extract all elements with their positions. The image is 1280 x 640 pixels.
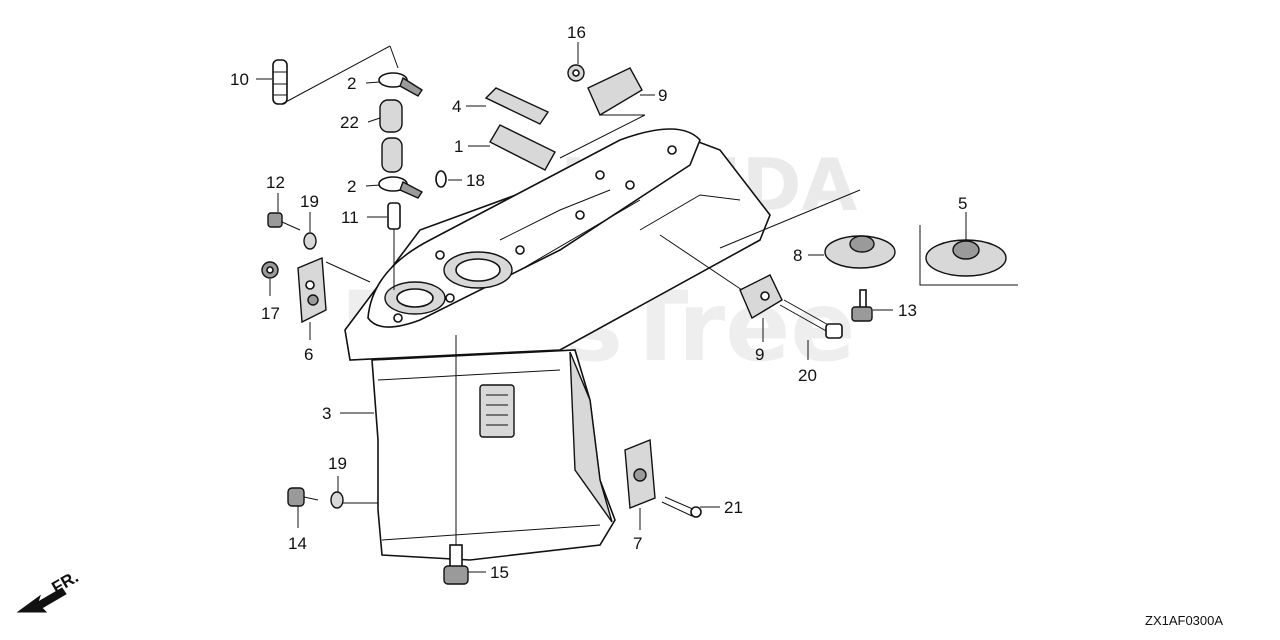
callout-7[interactable]: 7	[633, 534, 642, 553]
mount-rubber-part-9-upper[interactable]	[587, 67, 643, 117]
callout-12[interactable]: 12	[266, 173, 285, 192]
anode-plate-part-6[interactable]	[297, 256, 327, 324]
callout-17[interactable]: 17	[261, 304, 280, 323]
callout-22[interactable]: 22	[340, 113, 359, 132]
callout-5[interactable]: 5	[958, 194, 967, 213]
mount-plate-part-1[interactable]	[489, 124, 556, 171]
mount-plate-part-8[interactable]	[824, 235, 896, 269]
o-ring-part-18[interactable]	[435, 170, 447, 188]
water-hose-part-22[interactable]	[379, 99, 403, 173]
callout-10[interactable]: 10	[230, 70, 249, 89]
bracket-line	[919, 225, 1018, 286]
bolt-part-14[interactable]	[287, 487, 319, 507]
bolt-part-13[interactable]	[851, 289, 873, 322]
front-arrow-icon	[16, 587, 67, 613]
callout-1[interactable]: 1	[454, 137, 463, 156]
clip-part-2-upper[interactable]	[378, 72, 423, 97]
callout-16[interactable]: 16	[567, 23, 586, 42]
callout-20[interactable]: 20	[798, 366, 817, 385]
callout-15[interactable]: 15	[490, 563, 509, 582]
washer-part-19-upper[interactable]	[303, 232, 317, 250]
callout-13[interactable]: 13	[898, 301, 917, 320]
callout-9-lower[interactable]: 9	[755, 345, 764, 364]
callout-9-upper[interactable]: 9	[658, 86, 667, 105]
nut-part-17[interactable]	[261, 261, 279, 279]
clip-part-2-lower[interactable]	[378, 176, 424, 199]
callout-2-lower[interactable]: 2	[347, 177, 356, 196]
callout-21[interactable]: 21	[724, 498, 743, 517]
callout-6[interactable]: 6	[304, 345, 313, 364]
diagram-code: ZX1AF0300A	[1145, 613, 1223, 628]
callout-19-lower[interactable]: 19	[328, 454, 347, 473]
mount-rubber-part-9-lower[interactable]	[739, 274, 783, 320]
drain-bolt-part-15[interactable]	[443, 544, 469, 585]
callout-2-upper[interactable]: 2	[347, 74, 356, 93]
callout-3[interactable]: 3	[322, 404, 331, 423]
nut-part-16[interactable]	[567, 64, 585, 82]
bolt-part-12[interactable]	[267, 212, 301, 231]
callout-11[interactable]: 11	[341, 208, 359, 227]
callout-labels: 10 2 22 2 4 1 18 11 16 9 12 19 17 6 3 19…	[230, 23, 967, 582]
callout-19-upper[interactable]: 19	[300, 192, 319, 211]
washer-part-19-lower[interactable]	[330, 491, 344, 509]
bolt-part-20[interactable]	[779, 299, 843, 339]
anode-part-7[interactable]	[624, 438, 656, 510]
seal-rubber-part-4[interactable]	[484, 87, 550, 125]
gear-case-part-3[interactable]	[344, 128, 771, 561]
leader-lines	[256, 42, 967, 573]
callout-4[interactable]: 4	[452, 97, 461, 116]
callout-18[interactable]: 18	[466, 171, 485, 190]
connector-part-11[interactable]	[387, 202, 401, 290]
mount-plate-part-5[interactable]	[925, 239, 1007, 277]
screw-part-21[interactable]	[661, 496, 702, 518]
callout-8[interactable]: 8	[793, 246, 802, 265]
front-direction-indicator: FR.	[16, 567, 82, 613]
callout-14[interactable]: 14	[288, 534, 307, 553]
hose-joint-part-10[interactable]	[272, 59, 288, 105]
